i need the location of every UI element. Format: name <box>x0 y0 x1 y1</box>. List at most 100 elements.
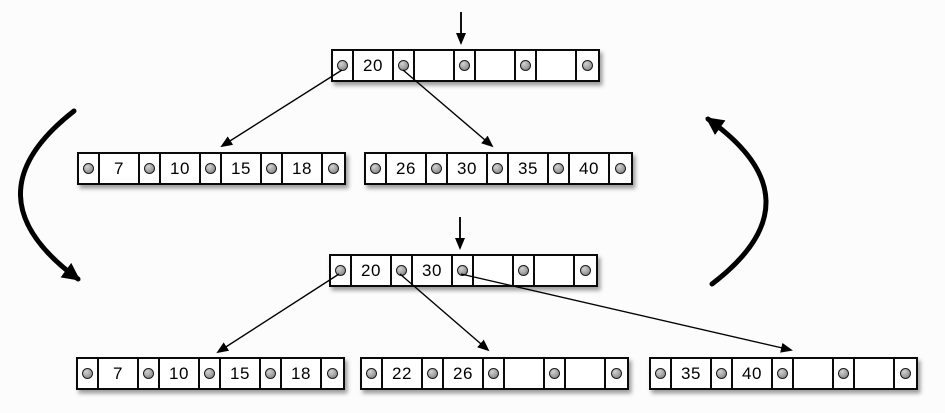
key-cell: 35 <box>672 359 712 388</box>
pointer-cell <box>200 359 221 388</box>
node-before-root: 20 <box>331 49 600 82</box>
key-cell <box>535 256 575 285</box>
pointer-dot-icon <box>265 368 276 379</box>
before-root-to-left-child-arrow <box>220 69 343 148</box>
pointer-cell <box>895 359 916 388</box>
pointer-dot-icon <box>83 163 94 174</box>
pointer-dot-icon <box>143 368 154 379</box>
pointer-cell <box>514 256 535 285</box>
pointer-dot-icon <box>716 368 727 379</box>
pointer-cell <box>488 154 509 183</box>
pointer-dot-icon <box>655 368 666 379</box>
pointer-dot-icon <box>205 163 216 174</box>
pointer-cell <box>516 51 537 80</box>
pointer-cell <box>79 154 100 183</box>
key-cell: 40 <box>733 359 773 388</box>
pointer-cell <box>549 154 570 183</box>
pointer-cell <box>610 154 631 183</box>
key-cell: 20 <box>354 51 394 80</box>
key-cell: 7 <box>99 359 139 388</box>
pointer-dot-icon <box>492 163 503 174</box>
key-cell: 15 <box>221 359 261 388</box>
pointer-cell <box>362 359 383 388</box>
pointer-cell <box>323 154 344 183</box>
after-root-to-left-child-arrow <box>216 273 340 354</box>
pointer-dot-icon <box>520 60 531 71</box>
pointer-dot-icon <box>328 163 339 174</box>
key-cell: 10 <box>160 359 200 388</box>
pointer-cell <box>261 359 282 388</box>
pointer-cell <box>834 359 855 388</box>
pointer-cell <box>577 51 598 80</box>
transition-curved-arrow-right <box>705 116 769 287</box>
key-cell: 30 <box>448 154 488 183</box>
pointer-dot-icon <box>488 368 499 379</box>
pointer-dot-icon <box>553 163 564 174</box>
transition-curved-arrow-left <box>18 108 81 282</box>
pointer-dot-icon <box>335 265 346 276</box>
pointer-dot-icon <box>427 368 438 379</box>
pointer-cell <box>545 359 566 388</box>
key-cell: 7 <box>100 154 140 183</box>
key-cell: 15 <box>222 154 262 183</box>
pointer-cell <box>394 51 415 80</box>
key-cell <box>855 359 895 388</box>
key-cell <box>474 256 514 285</box>
pointer-cell <box>773 359 794 388</box>
pointer-cell <box>575 256 596 285</box>
pointer-dot-icon <box>459 60 470 71</box>
pointer-cell <box>392 256 413 285</box>
pointer-dot-icon <box>549 368 560 379</box>
node-after-child-left: 7 10 15 18 <box>76 357 345 390</box>
pointer-cell <box>333 51 354 80</box>
pointer-dot-icon <box>777 368 788 379</box>
pointer-cell <box>262 154 283 183</box>
key-cell <box>415 51 455 80</box>
pointer-dot-icon <box>518 265 529 276</box>
pointer-cell <box>366 154 387 183</box>
key-cell: 30 <box>413 256 453 285</box>
pointer-cell <box>78 359 99 388</box>
pointer-dot-icon <box>366 368 377 379</box>
pointer-dot-icon <box>266 163 277 174</box>
pointer-dot-icon <box>900 368 911 379</box>
pointer-cell <box>484 359 505 388</box>
key-cell: 20 <box>352 256 392 285</box>
pointer-dot-icon <box>396 265 407 276</box>
pointer-cell <box>712 359 733 388</box>
key-cell <box>537 51 577 80</box>
pointer-cell <box>322 359 343 388</box>
pointer-dot-icon <box>370 163 381 174</box>
pointer-dot-icon <box>457 265 468 276</box>
pointer-cell <box>331 256 352 285</box>
pointer-dot-icon <box>580 265 591 276</box>
pointer-cell <box>455 51 476 80</box>
pointer-dot-icon <box>204 368 215 379</box>
key-cell <box>476 51 516 80</box>
key-cell: 18 <box>282 359 322 388</box>
pointer-cell <box>139 359 160 388</box>
node-before-child-right: 26 30 35 40 <box>364 152 633 185</box>
node-after-child-right: 35 40 <box>649 357 918 390</box>
pointer-dot-icon <box>838 368 849 379</box>
pointer-cell <box>453 256 474 285</box>
key-cell: 26 <box>387 154 427 183</box>
node-before-child-left: 7 10 15 18 <box>77 152 346 185</box>
key-cell <box>505 359 545 388</box>
pointer-dot-icon <box>398 60 409 71</box>
pointer-dot-icon <box>431 163 442 174</box>
key-cell: 35 <box>509 154 549 183</box>
key-cell: 26 <box>444 359 484 388</box>
pointer-dot-icon <box>615 163 626 174</box>
key-cell <box>794 359 834 388</box>
pointer-dot-icon <box>327 368 338 379</box>
pointer-cell <box>423 359 444 388</box>
pointer-cell <box>651 359 672 388</box>
pointer-dot-icon <box>144 163 155 174</box>
key-cell: 10 <box>161 154 201 183</box>
key-cell: 40 <box>570 154 610 183</box>
key-cell: 18 <box>283 154 323 183</box>
